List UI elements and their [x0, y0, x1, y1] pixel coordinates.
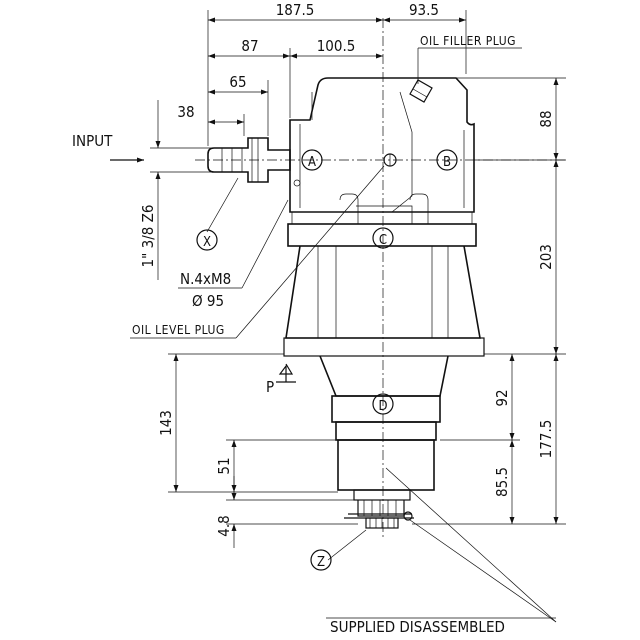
svg-text:B: B [443, 155, 451, 170]
leader-lines [130, 47, 557, 623]
svg-text:D: D [378, 399, 387, 414]
dim-38: 38 [177, 103, 194, 121]
shaft-spec: 1" 3/8 Z6 [139, 205, 157, 268]
dimension-lines [110, 10, 566, 548]
dim-65: 65 [229, 73, 246, 91]
flange-diameter: Ø 95 [192, 292, 224, 310]
marker-c: C [372, 227, 394, 249]
dim-177-5: 177.5 [537, 420, 555, 459]
oil-level-plug-label: OIL LEVEL PLUG [132, 323, 225, 337]
center-lines [195, 18, 565, 540]
dim-88: 88 [537, 110, 555, 127]
dim-203: 203 [537, 244, 555, 270]
dim-right-width: 93.5 [409, 1, 439, 19]
svg-text:A: A [308, 155, 316, 170]
gearbox-body [283, 77, 485, 529]
dim-4-8: 4.8 [215, 515, 233, 536]
input-label: INPUT [72, 132, 113, 150]
flange-bolts: N.4xM8 [180, 270, 231, 288]
svg-text:C: C [379, 233, 387, 248]
input-shaft [207, 137, 291, 183]
oil-level-plug-marker [383, 153, 397, 167]
marker-a: A [301, 149, 323, 171]
dim-92: 92 [493, 389, 511, 406]
marker-z: Z [310, 549, 332, 571]
marker-x: X [196, 229, 218, 251]
supplied-disassembled-label: SUPPLIED DISASSEMBLED [330, 618, 505, 636]
marker-d: D [372, 393, 394, 415]
text-labels: INPUT OIL FILLER PLUG OIL LEVEL PLUG SUP… [72, 34, 556, 636]
view-arrow-p [276, 363, 296, 383]
dim-100-5: 100.5 [317, 37, 356, 55]
dim-85-5: 85.5 [493, 467, 511, 497]
oil-filler-plug-label: OIL FILLER PLUG [420, 34, 516, 48]
dim-total-width: 187.5 [276, 1, 315, 19]
dimension-labels: 187.5 93.5 87 100.5 65 38 88 203 177.5 9… [139, 1, 555, 537]
svg-text:X: X [203, 235, 211, 250]
marker-b: B [436, 149, 458, 171]
dim-143: 143 [157, 410, 175, 436]
p-marker-label: P [266, 378, 274, 396]
dim-51: 51 [215, 457, 233, 474]
svg-text:Z: Z [317, 555, 325, 570]
dim-87: 87 [241, 37, 258, 55]
reference-markers: A B C D X Z [196, 149, 458, 571]
oil-filler-plug-shape [409, 79, 433, 103]
